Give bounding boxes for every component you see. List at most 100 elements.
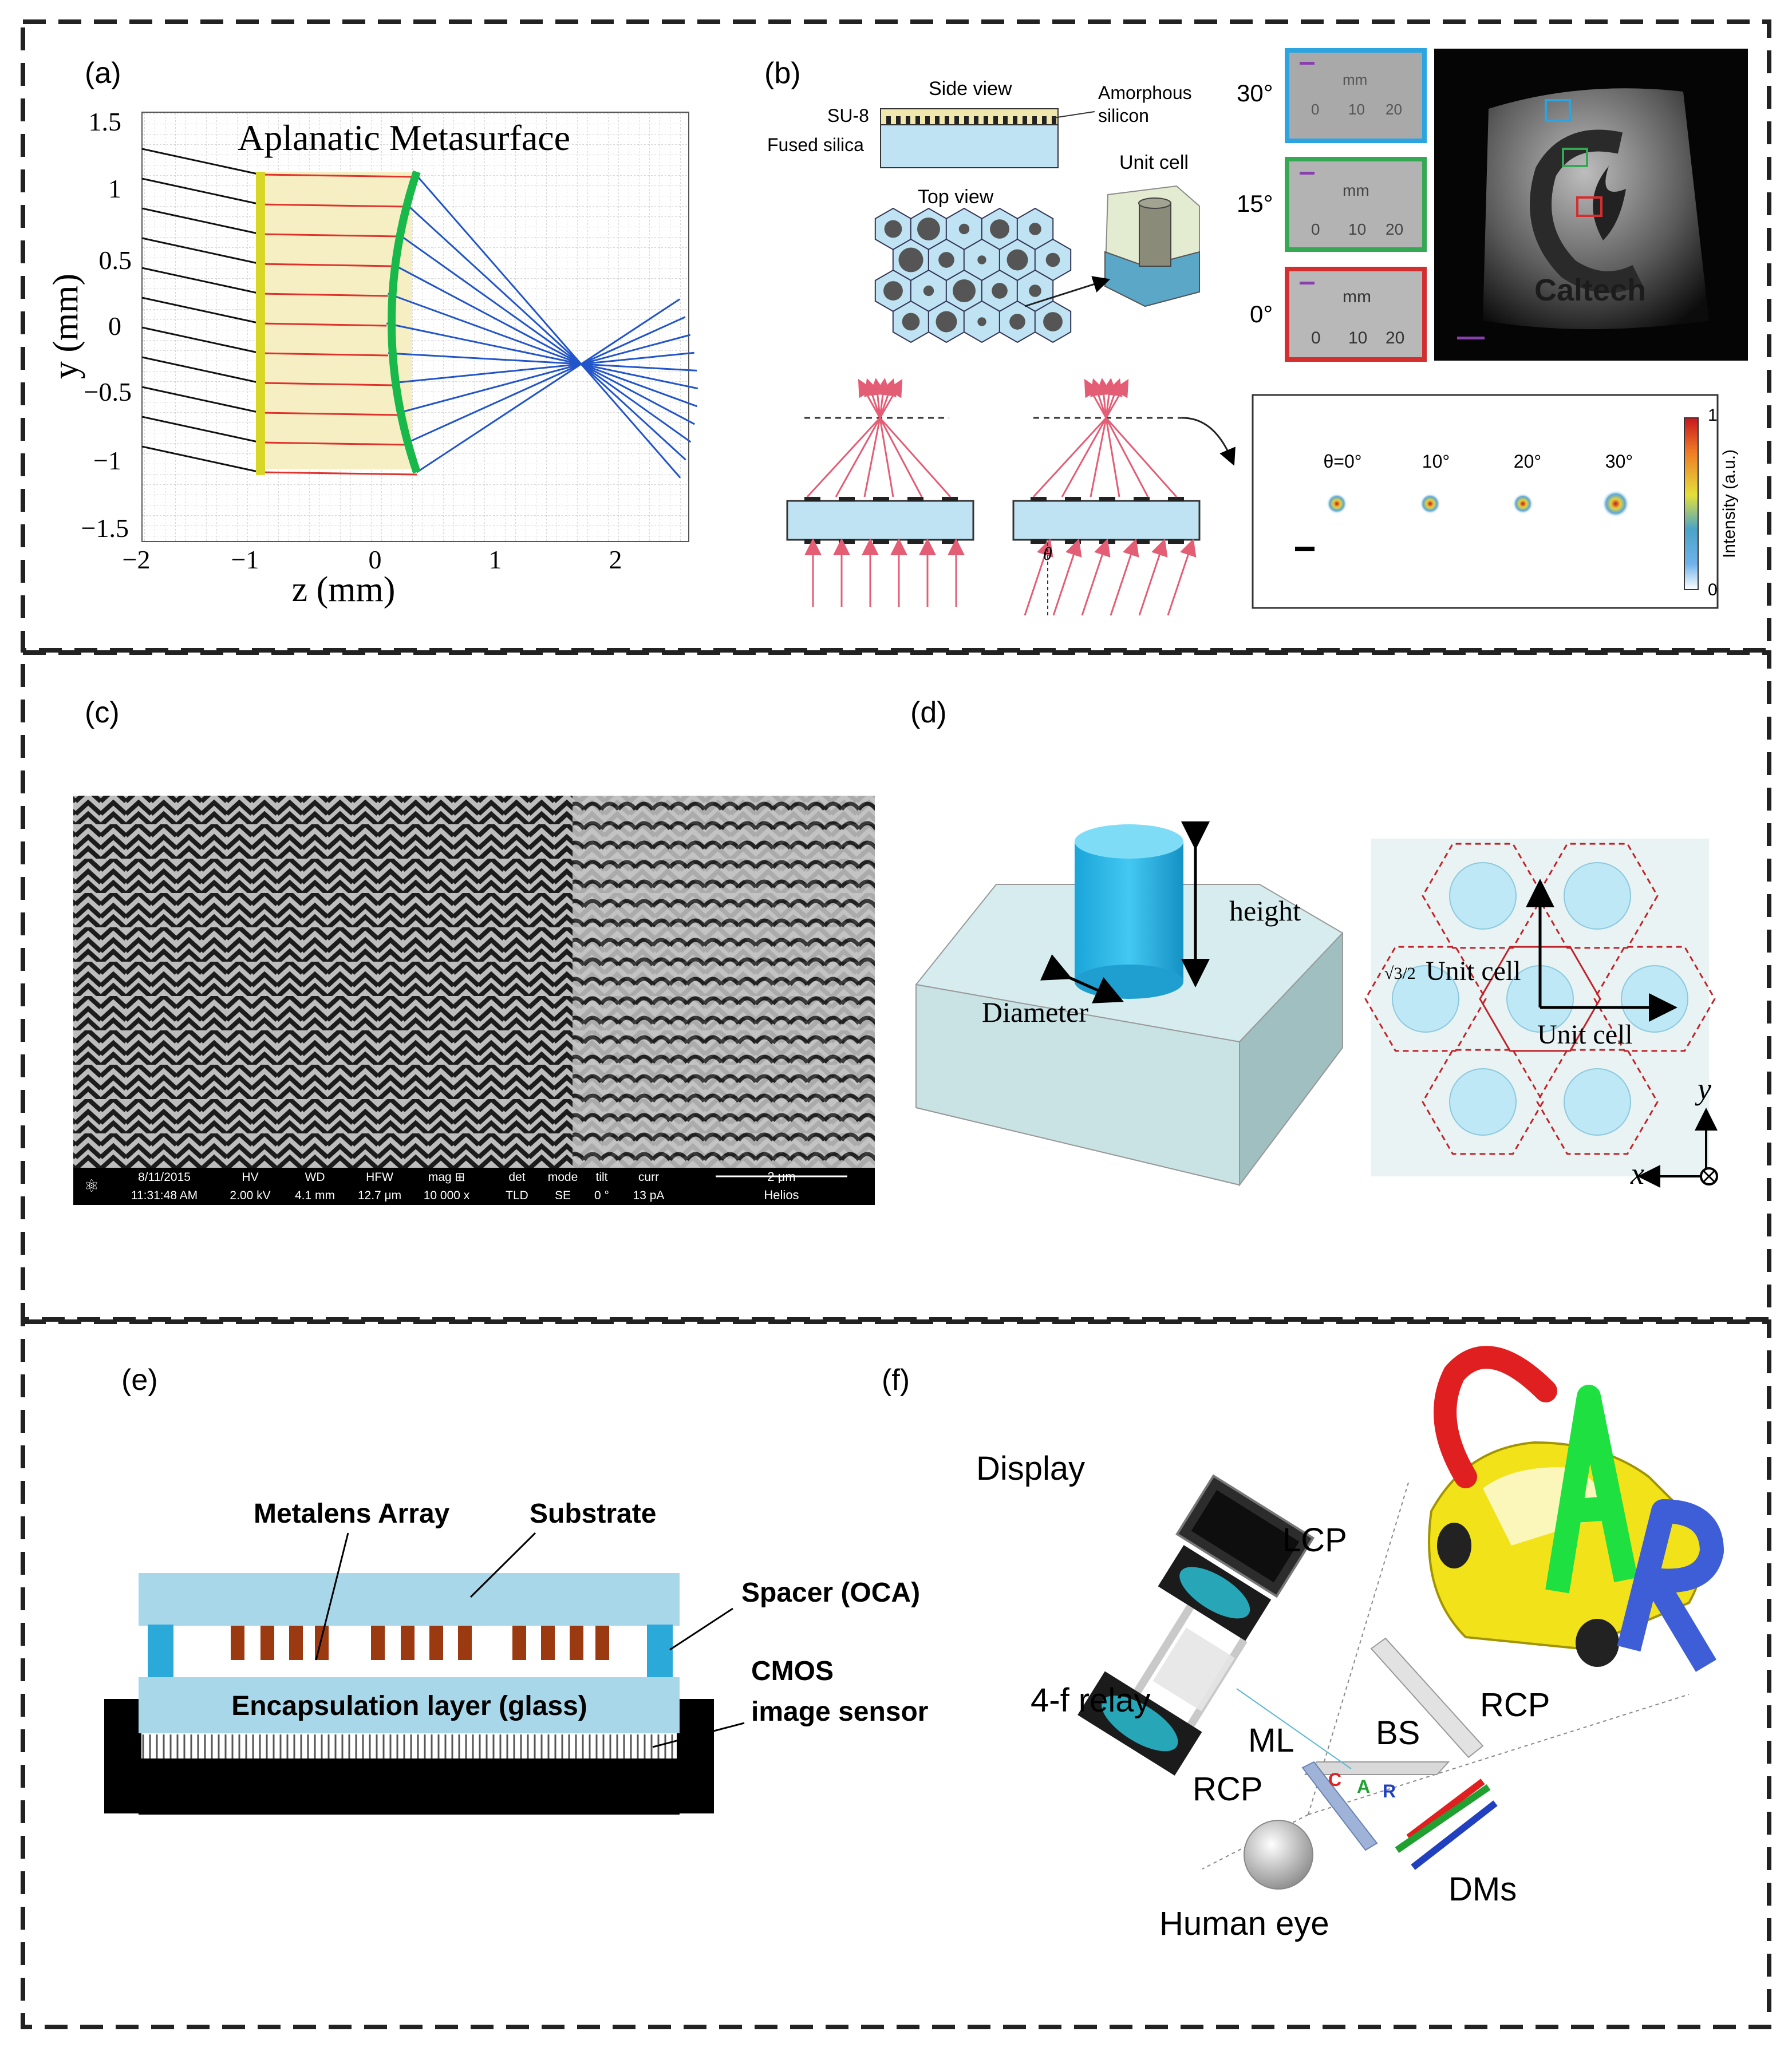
svg-text:0: 0 [1311,329,1321,347]
normal-incidence-diagram [786,378,974,607]
focused-ray [407,316,686,444]
svg-text:y: y [1695,1072,1711,1106]
focused-ray [406,203,686,461]
panel-f: (f) [882,1346,1724,1942]
sem-header: mag ⊞ [428,1171,465,1184]
sem-value: 10 000 x [424,1189,470,1202]
svg-text:20: 20 [1386,101,1402,118]
amorphous-pointer [1053,111,1095,118]
panel-b-label: (b) [764,57,801,90]
panel-d: (d) height Diameter √3/2 Unit cell Unit … [910,696,1718,1191]
hex-unit [1536,1049,1659,1155]
sensor-base [139,1758,680,1815]
encapsulation-plate [139,1677,680,1733]
nanopost [935,116,940,124]
ray-trace [141,148,698,479]
post-top [1029,223,1041,235]
spacer-left [148,1625,173,1677]
internal-ray [260,233,398,238]
lcp-label: LCP [1282,1522,1347,1559]
eye-label: Human eye [1159,1905,1329,1942]
post-top [990,219,1009,239]
incident-ray [141,416,261,444]
housing-right [677,1699,714,1813]
letter-a [1545,1385,1638,1594]
post-top [1006,249,1028,271]
metalens-element [260,1626,274,1660]
svg-text:C: C [1328,1769,1341,1790]
svg-text:0: 0 [1311,220,1320,238]
focused-ray [415,174,681,479]
svg-text:1.5: 1.5 [89,107,122,136]
caltech-photo: Caltech [1434,49,1748,361]
beam-splitter [1304,1761,1450,1775]
angle-labels: 30° 15° 0° [1237,80,1273,327]
cmos-pixels [142,1734,673,1758]
incident-ray [141,326,261,354]
svg-text:−1: −1 [93,446,121,475]
y-ticks: 1.5 1 0.5 0 −0.5 −1 −1.5 [81,107,132,543]
pillar-top [1449,862,1517,930]
caltech-logo-text: Caltech [1534,273,1646,307]
fused-silica-text: Fused silica [767,135,864,155]
pillar-top [1449,1068,1517,1136]
amorphous-text: Amorphous [1098,82,1192,103]
nanopost [1003,116,1008,124]
sqrt-label: √3/2 [1384,964,1416,983]
diameter-arrow [1040,954,1124,1003]
top-view-label: Top view [918,186,994,208]
sem-header: tilt [596,1171,608,1184]
internal-ray [260,173,416,178]
sem-value: 0 ° [594,1189,609,1202]
nanopost [896,116,901,124]
post-top [992,283,1008,299]
rcp-plate-right [1370,1637,1484,1758]
post-top [977,255,986,264]
pillar-top [1564,1068,1631,1136]
svg-text:0: 0 [1311,101,1319,118]
sem-header: WD [305,1171,325,1184]
plot-title: Aplanatic Metasurface [238,117,570,158]
metalens-element [570,1626,583,1660]
psf-angle-10: 10° [1422,451,1450,472]
sem-header: HV [242,1171,258,1184]
internal-ray [260,352,389,357]
post-top [977,317,986,326]
post-top [923,285,934,297]
post-top [953,279,976,302]
nanopillar [1075,824,1183,999]
substrate-label: Substrate [530,1499,656,1529]
metalens-element [231,1626,244,1660]
incident-ray [141,356,261,384]
post-top [1045,252,1060,267]
x-ticks: −2 −1 0 1 2 [123,545,622,574]
nanopost [945,116,949,124]
hex-unit [1364,946,1487,1052]
sem-value: SE [555,1189,571,1202]
xy-axes: y x [1630,1072,1718,1191]
svg-text:0: 0 [108,311,121,341]
post-top [902,313,920,331]
human-eye-ball [1244,1820,1313,1890]
psf-angle-30: 30° [1605,451,1633,472]
svg-text:⚛: ⚛ [84,1177,100,1196]
bs-label: BS [1376,1714,1420,1752]
sem-header: mode [548,1171,578,1184]
combiner-rcp-left [1301,1761,1378,1851]
big-letters [1434,1346,1724,1672]
svg-text:10: 10 [1348,220,1366,238]
letter-c [1434,1346,1557,1488]
unit-cell-v-label: Unit cell [1426,956,1521,986]
hex-unit [1422,843,1544,949]
side-view-label: Side view [929,78,1012,100]
green-metasurface [388,170,421,474]
svg-text:30°: 30° [1237,80,1273,106]
internal-ray [260,382,393,386]
incident-ray [141,267,261,295]
panel-e: (e) Encapsulation layer (glass) Metalens… [104,1364,928,1815]
shaded-region [260,172,412,469]
y-axis-label: y (mm) [46,274,85,379]
metalens-label: Metalens Array [254,1499,450,1529]
unit-cell-3d [1104,185,1200,307]
